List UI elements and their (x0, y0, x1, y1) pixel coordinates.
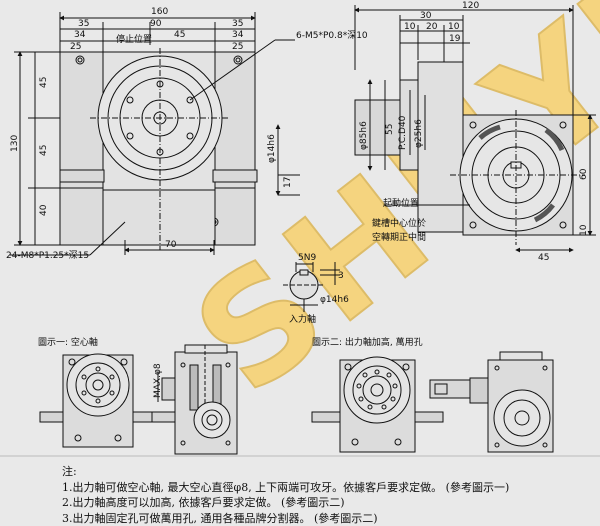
dim-left-40: 40 (39, 204, 49, 216)
dim-side-30: 30 (420, 11, 432, 21)
notes-block: 注: 1.出力軸可做空心軸, 最大空心直徑φ8, 上下兩端可攻牙。依據客戶要求定… (62, 464, 598, 526)
label-stop-position: 停止位置 (116, 33, 152, 45)
dim-input-phi14: φ14h6 (320, 295, 349, 305)
dim-input-3: 3 (338, 271, 344, 281)
dim-top-160: 160 (151, 7, 168, 17)
fig2-title: 圖示二: 出力軸加高, 萬用孔 (312, 336, 423, 348)
dim-side-phi25: φ25h6 (414, 119, 424, 148)
note-item-2: 2.出力軸高度可以加高, 依據客戶要求定做。 (參考圖示二) (62, 496, 345, 509)
dim-top-34-left: 34 (74, 30, 86, 40)
dim-top-34-right: 34 (232, 30, 244, 40)
dim-side-pcd40: P.C.D40 (398, 115, 408, 150)
label-bottom-holes: 24-M8*P1.25*深15 (6, 250, 89, 261)
dim-top-25-right: 25 (232, 42, 243, 52)
dim-side-10-b: 10 (448, 22, 460, 32)
label-start-position: 起動位置 (383, 197, 419, 209)
fig1-drawing (39, 344, 238, 455)
dim-side-60: 60 (579, 168, 589, 180)
top-view (10, 12, 300, 256)
dim-side-120: 120 (462, 1, 479, 11)
dim-side-55: 55 (385, 124, 395, 135)
notes-heading: 注: (62, 465, 77, 478)
label-keyway-note-2: 空轉期正中間 (372, 231, 426, 243)
dim-top-45: 45 (174, 30, 185, 40)
dim-top-35-left: 35 (78, 19, 89, 29)
dim-side-10-a: 10 (404, 22, 416, 32)
fig2-drawing (311, 351, 554, 453)
dim-side-19: 19 (449, 34, 461, 44)
note-item-3: 3.出力軸固定孔可做萬用孔, 通用各種品牌分割器。 (參考圖示二) (62, 511, 378, 525)
label-top-holes: 6-M5*P0.8*深10 (296, 30, 368, 41)
dim-side-10-c: 10 (579, 224, 589, 236)
input-shaft-view (283, 262, 340, 312)
dim-top-35-right: 35 (232, 19, 243, 29)
dim-bottom-70: 70 (165, 240, 177, 250)
dim-top-90: 90 (150, 19, 162, 29)
dim-side-45: 45 (538, 253, 549, 263)
dim-left-45-a: 45 (39, 77, 49, 88)
fig1-title: 圖示一: 空心軸 (38, 336, 98, 348)
note-item-1: 1.出力軸可做空心軸, 最大空心直徑φ8, 上下兩端可攻牙。依據客戶要求定做。 … (62, 480, 510, 494)
dim-top-25-left: 25 (70, 42, 81, 52)
label-keyway-note-1: 鍵槽中心位於 (372, 217, 426, 229)
dim-input-5n9: 5N9 (298, 253, 316, 263)
dim-side-phi85: φ85h6 (359, 121, 369, 150)
dim-left-45-b: 45 (39, 145, 49, 156)
dim-left-130: 130 (10, 135, 20, 152)
label-input-shaft: 入力軸 (289, 313, 316, 325)
fig1-max-label: MAX.φ8 (153, 363, 163, 398)
dim-right-phi14: φ14h6 (267, 134, 277, 163)
dim-right-17: 17 (283, 177, 293, 188)
side-view (354, 5, 596, 253)
dim-side-20: 20 (426, 22, 438, 32)
